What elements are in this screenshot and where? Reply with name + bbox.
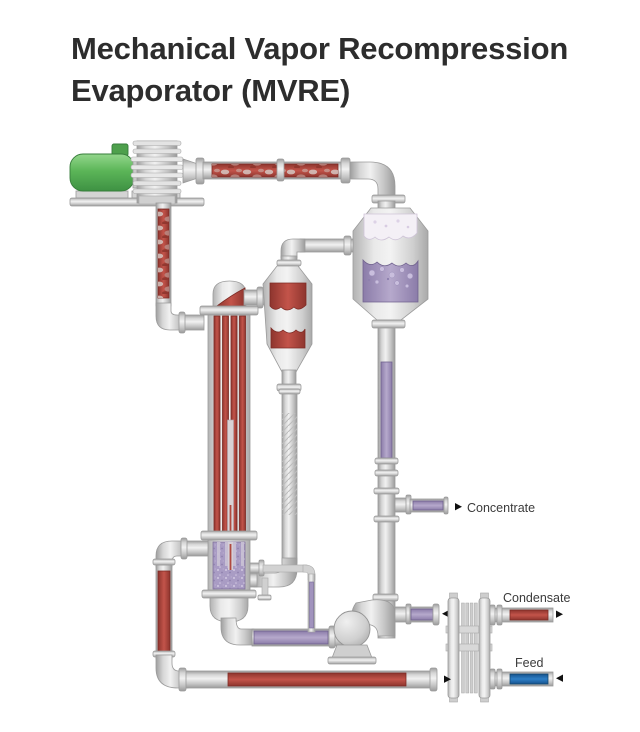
motor-compressor-unit	[69, 140, 205, 207]
sump-outlet-elbow	[220, 617, 255, 646]
hx-tie-band	[445, 643, 493, 652]
condensate-outlet-line	[489, 604, 563, 626]
pump-pedestal	[331, 644, 373, 659]
column-inlet-flange	[178, 311, 186, 334]
cyclone-separator	[262, 265, 313, 392]
feed-recirculation-loop	[152, 537, 438, 692]
downpipe-texture	[282, 413, 297, 515]
cyclone-window-upper	[269, 282, 307, 311]
liquid-bubbles	[368, 266, 414, 289]
pipe-collar	[276, 158, 285, 182]
drain-stub	[261, 577, 269, 597]
elbow-flange	[340, 157, 351, 184]
compressor-downpipe	[155, 202, 205, 334]
level-line	[249, 559, 316, 633]
cyclone-downpipe	[248, 388, 301, 588]
vapor-separator-vessel	[352, 207, 429, 329]
suction-window	[253, 630, 329, 645]
cyclone-body	[262, 265, 313, 373]
pump-volute	[333, 610, 371, 648]
feed-inlet-line	[444, 668, 563, 690]
compressed-vapor-pipe-top	[202, 157, 406, 211]
flow-arrow-left-icon	[556, 674, 563, 682]
concentrate-outlet-line	[394, 494, 462, 515]
branch-window	[410, 608, 434, 621]
cyclone-to-separator-pipe	[276, 235, 354, 267]
sump-top-flange	[200, 530, 258, 541]
pump-base	[327, 656, 377, 665]
plate-heat-exchanger	[445, 592, 493, 703]
dome-vapor-wedge	[215, 287, 246, 307]
level-line-window	[309, 581, 314, 629]
feed-label: Feed	[515, 656, 544, 670]
condensate-window	[509, 609, 549, 621]
hx-frame-right	[478, 597, 491, 699]
hx-frame-left	[447, 597, 460, 699]
page-title: Mechanical Vapor Recompression Evaporato…	[71, 31, 569, 109]
evaporator-column	[199, 280, 267, 534]
concentrate-window-vertical	[380, 361, 393, 459]
cyclone-top-elbow	[280, 238, 306, 259]
separator-bottom-flange	[371, 319, 406, 329]
condensate-label: Condensate	[503, 591, 570, 605]
flow-arrow-right-icon	[556, 610, 563, 618]
tube-sheet-flange	[199, 305, 259, 316]
motor-body	[69, 153, 135, 192]
flow-arrow-right-icon	[444, 675, 451, 683]
cyclone-top-flange	[276, 259, 302, 267]
concentrate-window	[412, 500, 444, 511]
cyclone-window-lower	[270, 326, 306, 349]
flow-labels: Concentrate Condensate Feed	[467, 501, 570, 670]
flow-arrow-right-icon	[455, 503, 462, 511]
separator-foam-window	[363, 213, 418, 241]
motor-foot	[75, 190, 129, 199]
feed-window	[509, 673, 549, 685]
hx-tie-band	[445, 625, 493, 634]
separator-liquid-window	[362, 258, 419, 303]
flow-arrow-left-icon	[442, 610, 449, 618]
condensate-branch	[394, 603, 449, 626]
feed-window-vertical	[157, 570, 171, 654]
compressor-housing	[130, 140, 184, 205]
evaporator-sump	[200, 530, 343, 649]
circulation-pump	[327, 599, 396, 665]
concentrate-label: Concentrate	[467, 501, 535, 515]
tube-ends	[217, 542, 244, 566]
feed-window-bottom	[227, 672, 407, 687]
sump-bottom-flange	[201, 589, 257, 599]
separator-drain-pipe	[372, 325, 400, 639]
elbow-top-right	[349, 161, 396, 197]
